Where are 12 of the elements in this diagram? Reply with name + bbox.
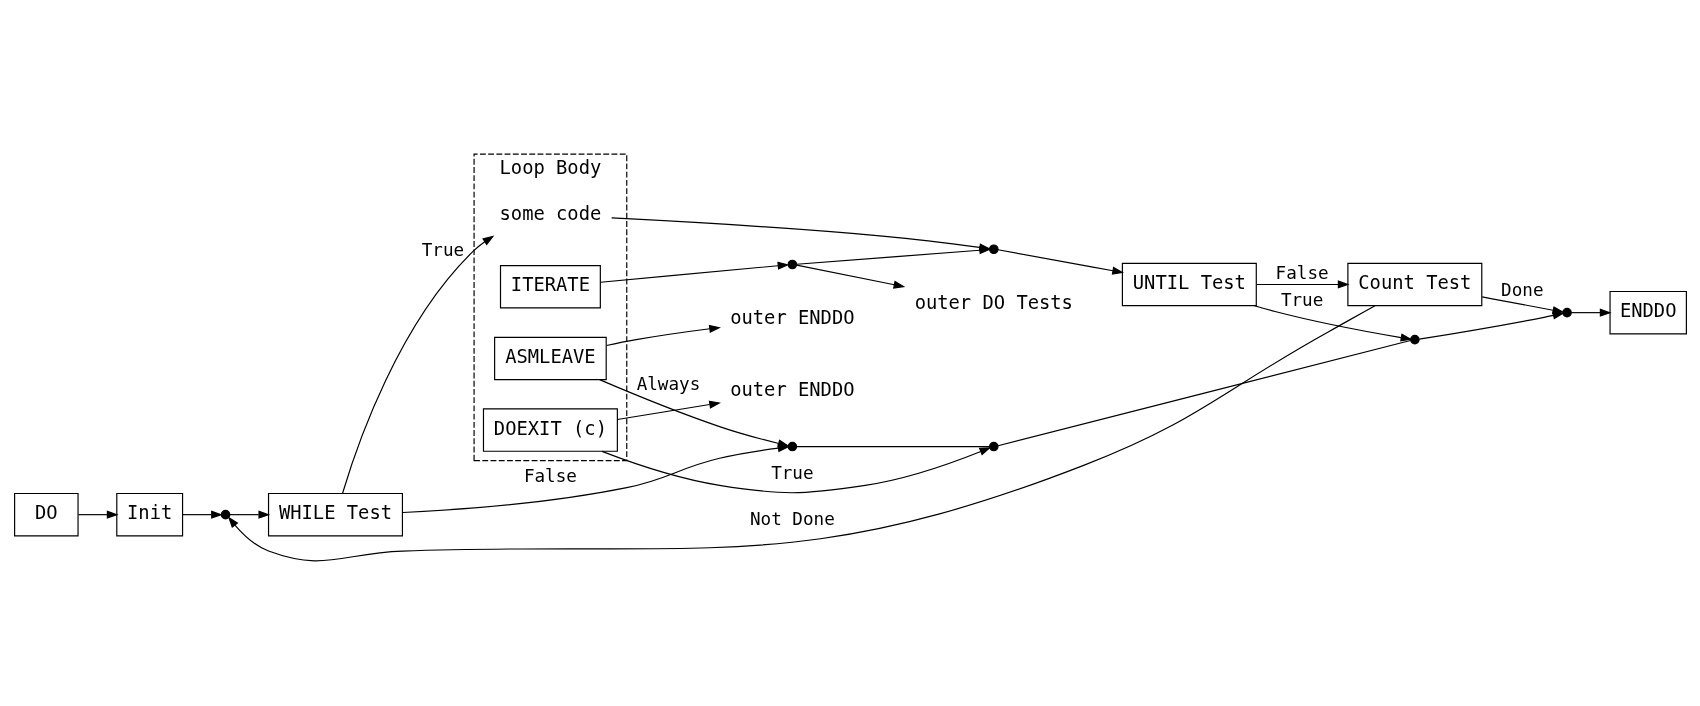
edge-label: False [1275,262,1329,283]
edge-label: True [770,463,814,484]
edge-label: Always [636,374,700,395]
edge-label: False [523,465,577,486]
edge-label: True [421,240,464,261]
node-text: some code [499,202,601,224]
edge-label: True [1280,289,1323,310]
edge-label: Not Done [749,509,835,530]
node-text: outer ENDDO [729,378,855,400]
node-text: outer DO Tests [914,291,1073,313]
edge-label: Done [1500,280,1544,301]
node-text: outer ENDDO [729,307,855,329]
